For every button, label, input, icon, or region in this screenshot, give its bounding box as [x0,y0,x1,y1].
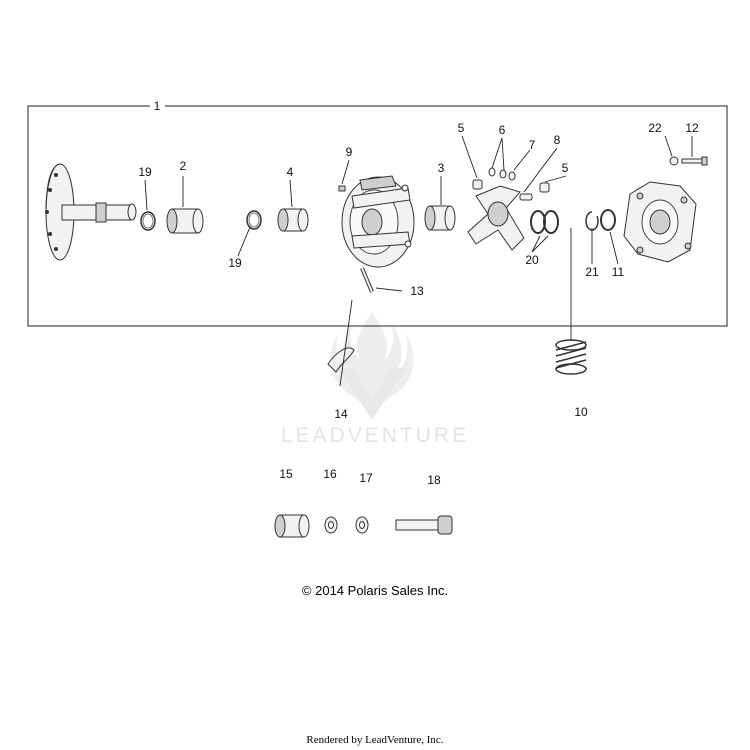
callout-21: 21 [585,265,599,279]
callout-20: 20 [525,253,539,267]
copyright-notice: © 2014 Polaris Sales Inc. [301,583,449,598]
callout-14: 14 [334,407,348,421]
callout-13: 13 [410,284,424,298]
callout-10: 10 [574,405,588,419]
rings-20 [530,210,559,234]
callout-labels: 1 2 3 4 5 5 6 7 8 9 10 11 12 13 14 15 16… [138,99,699,487]
bolt-12 [681,156,708,166]
callout-22: 22 [648,121,662,135]
watermark-brand: LEADVENTURE [281,424,469,447]
spider [467,185,525,251]
bushing-15 [274,514,310,538]
bushing-3 [424,205,456,231]
movable-sheave [341,175,415,268]
callout-1: 1 [154,99,161,113]
callout-9: 9 [346,145,353,159]
bolt-18 [395,515,453,535]
callout-6: 6 [499,123,506,137]
ring-11 [600,209,616,231]
washer-17 [355,516,369,534]
button-5-b [539,182,550,193]
callout-19-a: 19 [138,165,152,179]
callout-3: 3 [438,161,445,175]
callout-16: 16 [323,467,337,481]
washers-6-7 [488,167,516,181]
washer-16 [324,516,338,534]
callout-5-a: 5 [458,121,465,135]
callout-12: 12 [685,121,699,135]
screw-9 [338,185,346,192]
bushing-4 [277,208,309,232]
pin-8 [519,193,533,201]
callout-8: 8 [554,133,561,147]
callout-7: 7 [529,138,536,152]
washer-22 [669,156,679,166]
spring-10 [555,339,587,375]
callout-15: 15 [279,467,293,481]
bushing-2 [166,208,204,234]
callout-11: 11 [612,265,625,279]
callout-5-b: 5 [562,161,569,175]
leadventure-watermark: LEADVENTURE [281,312,469,447]
callout-17: 17 [359,471,373,485]
button-5-a [472,179,483,190]
callout-18: 18 [427,473,441,487]
sheave-shaft [45,163,137,261]
weight-14 [327,347,355,373]
rendered-by-credit: Rendered by LeadVenture, Inc. [306,734,444,746]
leader-lines [144,135,693,387]
callout-2: 2 [180,159,187,173]
cover [623,181,697,263]
ring-19-b [246,210,262,230]
assembly-frame [27,105,728,327]
callout-19-b: 19 [228,256,242,270]
snap-ring-21 [585,211,599,231]
ring-19-a [140,211,156,231]
callout-4: 4 [287,165,294,179]
pin-13 [360,267,374,293]
